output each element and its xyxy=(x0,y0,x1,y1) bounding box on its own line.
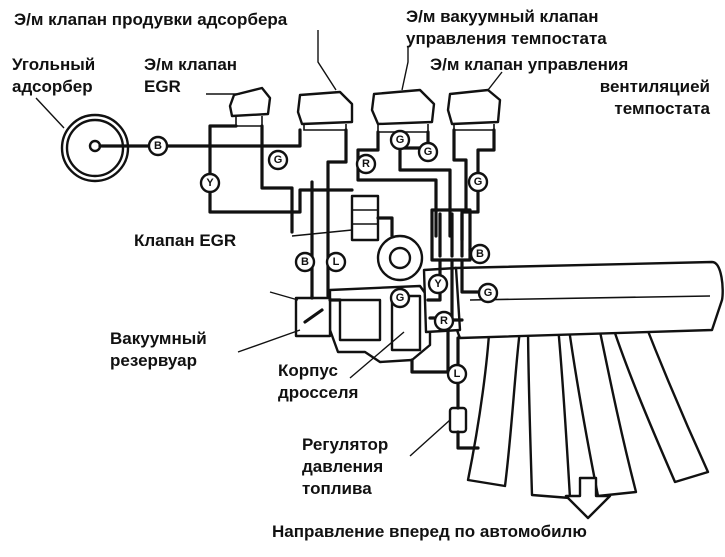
label-egr-solenoid-1: Э/м клапан xyxy=(144,55,237,74)
hose-tag-g-vacuum-solenoid: G xyxy=(389,129,411,151)
hose-tag-g-vent-solenoid: G xyxy=(467,171,489,193)
svg-text:G: G xyxy=(474,176,483,188)
label-canister-2: адсорбер xyxy=(12,77,93,96)
label-throttle-body-1: Корпус xyxy=(278,361,338,380)
svg-text:G: G xyxy=(424,146,433,158)
egr-valve xyxy=(350,194,424,282)
hose-tag-b-manifold: B xyxy=(469,243,491,265)
hose-tag-y-egr-solenoid: Y xyxy=(199,172,221,194)
hose-tag-b-left: B xyxy=(294,251,316,273)
svg-text:R: R xyxy=(440,315,448,327)
purge-solenoid xyxy=(296,90,354,131)
hose-tag-r-throttle: R xyxy=(433,310,455,332)
label-vent-solenoid-2: вентиляцией xyxy=(600,77,710,96)
hose-tag-r-vacuum-solenoid: R xyxy=(355,153,377,175)
svg-text:G: G xyxy=(484,287,493,299)
vacuum-tank xyxy=(294,296,332,338)
hose-tags: B Y G R G G G B L B G Y G R L xyxy=(147,129,499,385)
label-fuel-regulator-3: топлива xyxy=(302,479,372,498)
label-egr-valve: Клапан EGR xyxy=(134,231,236,250)
label-vacuum-tank-1: Вакуумный xyxy=(110,329,207,348)
thermostat-vacuum-solenoid xyxy=(370,88,436,133)
svg-text:Y: Y xyxy=(206,177,214,189)
label-vacuum-tank-2: резервуар xyxy=(110,351,197,370)
svg-text:G: G xyxy=(396,134,405,146)
svg-text:G: G xyxy=(396,292,405,304)
label-egr-solenoid-2: EGR xyxy=(144,77,181,96)
svg-text:B: B xyxy=(154,140,162,152)
hose-tag-l-regulator: L xyxy=(446,363,468,385)
svg-text:Y: Y xyxy=(434,278,442,290)
hose-tag-g-vacuum-solenoid-2: G xyxy=(417,141,439,163)
label-vent-solenoid-1: Э/м клапан управления xyxy=(430,55,628,74)
svg-text:B: B xyxy=(301,256,309,268)
label-purge-solenoid: Э/м клапан продувки адсорбера xyxy=(14,10,288,29)
hose-tag-b-canister: B xyxy=(147,135,169,157)
svg-text:L: L xyxy=(454,368,461,380)
label-canister-1: Угольный xyxy=(12,55,95,74)
svg-text:R: R xyxy=(362,158,370,170)
intake-manifold xyxy=(451,260,724,500)
label-forward-direction: Направление вперед по автомобилю xyxy=(272,522,587,541)
hose-tag-l-left: L xyxy=(325,251,347,273)
hose-tag-y-throttle: Y xyxy=(427,273,449,295)
hose-tag-g-egr-solenoid: G xyxy=(267,149,289,171)
label-throttle-body-2: дросселя xyxy=(278,383,358,402)
label-vacuum-solenoid-1: Э/м вакуумный клапан xyxy=(406,7,599,26)
leader-lines xyxy=(35,30,503,457)
hose-tag-g-throttle: G xyxy=(389,287,411,309)
thermostat-vent-solenoid xyxy=(446,88,502,131)
fuel-pressure-regulator xyxy=(448,406,480,450)
hose-tag-g-manifold: G xyxy=(477,282,499,304)
forward-arrow xyxy=(564,476,612,520)
label-fuel-regulator-1: Регулятор xyxy=(302,435,388,454)
egr-solenoid xyxy=(228,86,272,127)
label-fuel-regulator-2: давления xyxy=(302,457,383,476)
svg-text:B: B xyxy=(476,248,484,260)
labels: Э/м клапан продувки адсорбера Э/м вакуум… xyxy=(12,7,711,541)
label-vent-solenoid-3: темпостата xyxy=(614,99,710,118)
svg-text:G: G xyxy=(274,154,283,166)
charcoal-canister xyxy=(60,113,130,183)
svg-text:L: L xyxy=(333,256,340,268)
label-vacuum-solenoid-2: управления темпостата xyxy=(406,29,607,48)
